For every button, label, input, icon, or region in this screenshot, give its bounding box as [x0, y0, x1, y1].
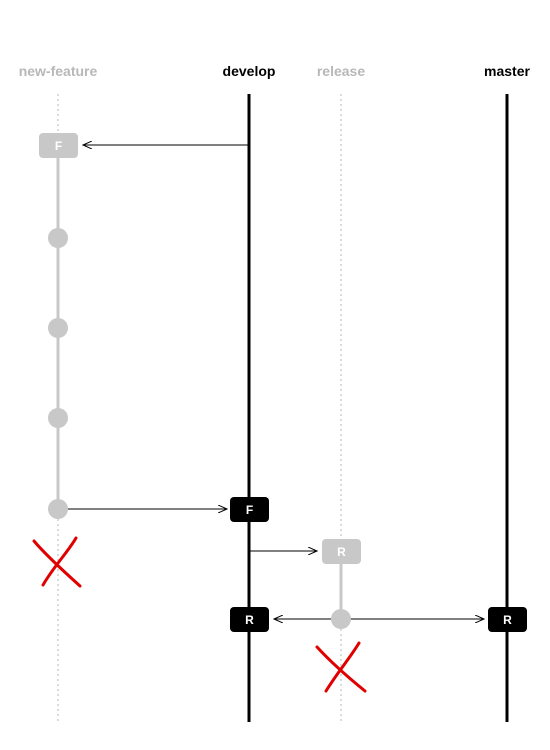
release-start-node: R [322, 539, 361, 564]
feature-commit [48, 228, 68, 248]
feature-commit [48, 499, 68, 519]
release-merge-develop-label: R [245, 613, 254, 627]
delete-new-feature-x-icon [32, 536, 82, 588]
feature-start-node: F [39, 133, 78, 158]
release-merge-master-node: R [488, 607, 527, 632]
feature-commit [48, 408, 68, 428]
branch-label-new-feature: new-feature [19, 63, 98, 79]
release-commit [331, 609, 351, 629]
feature-merge-label: F [246, 503, 253, 517]
branch-label-develop: develop [223, 63, 276, 79]
feature-start-label: F [55, 139, 62, 153]
feature-commit [48, 318, 68, 338]
delete-release-x-icon [315, 641, 367, 693]
branch-label-master: master [484, 63, 530, 79]
feature-merge-node: F [230, 497, 269, 522]
release-start-label: R [337, 545, 346, 559]
release-merge-master-label: R [503, 613, 512, 627]
release-merge-develop-node: R [230, 607, 269, 632]
branch-label-release: release [317, 63, 365, 79]
